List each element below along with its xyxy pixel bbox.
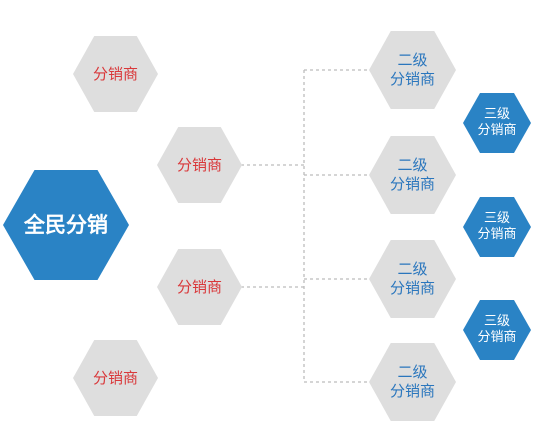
third-level-node-2: 三级 分销商 — [463, 197, 531, 257]
second-level-node-3: 二级 分销商 — [369, 240, 456, 318]
hexagon-shape — [157, 249, 242, 325]
distributor-label: 分销商 — [176, 277, 222, 296]
hexagon-shape — [73, 36, 158, 112]
third-level-label: 三级 分销商 — [477, 210, 517, 242]
hexagon-shape — [157, 127, 242, 203]
hexagon-shape — [3, 170, 129, 280]
distributor-node-1: 分销商 — [73, 36, 158, 112]
second-level-label: 二级 分销商 — [389, 51, 435, 88]
root-node-hexagon: 全民分销 — [3, 170, 129, 280]
third-level-label: 三级 分销商 — [477, 106, 517, 138]
second-level-node-2: 二级 分销商 — [369, 136, 456, 214]
third-level-node-1: 三级 分销商 — [463, 93, 531, 153]
hexagon-shape — [73, 340, 158, 416]
hexagon-shape — [369, 240, 456, 318]
distributor-node-2: 分销商 — [157, 127, 242, 203]
hexagon-shape — [369, 343, 456, 421]
second-level-label: 二级 分销商 — [389, 363, 435, 400]
second-level-label: 二级 分销商 — [389, 156, 435, 193]
root-node-label: 全民分销 — [24, 212, 108, 237]
third-level-label: 三级 分销商 — [477, 313, 517, 345]
distributor-label: 分销商 — [92, 368, 138, 387]
second-level-label: 二级 分销商 — [389, 260, 435, 297]
hexagon-shape — [369, 31, 456, 109]
hexagon-shape — [463, 93, 531, 153]
second-level-node-4: 二级 分销商 — [369, 343, 456, 421]
distributor-label: 分销商 — [92, 64, 138, 83]
third-level-node-3: 三级 分销商 — [463, 300, 531, 360]
distributor-node-3: 分销商 — [157, 249, 242, 325]
second-level-node-1: 二级 分销商 — [369, 31, 456, 109]
hexagon-shape — [369, 136, 456, 214]
distributor-label: 分销商 — [176, 155, 222, 174]
distributor-node-4: 分销商 — [73, 340, 158, 416]
hexagon-shape — [463, 300, 531, 360]
hexagon-shape — [463, 197, 531, 257]
